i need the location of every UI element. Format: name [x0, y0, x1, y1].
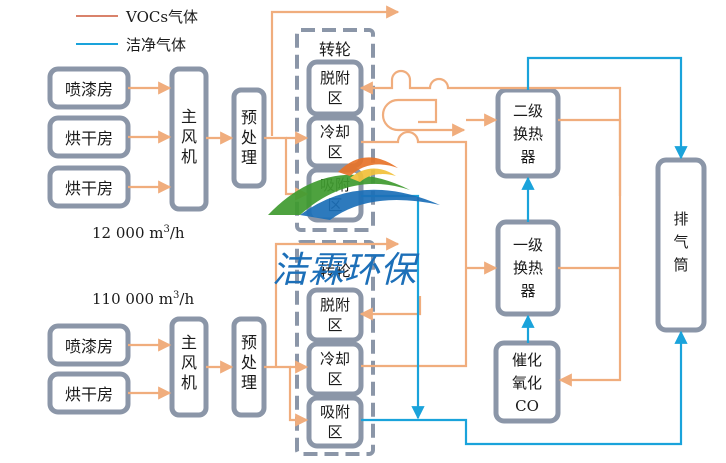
primary-heat-exchanger-label-1: 一级 — [513, 236, 543, 254]
exhaust-stack-label-2: 气 — [673, 233, 688, 251]
exhaust-stack-label-1: 排 — [673, 210, 688, 228]
rotor-1-cooling-label-1: 冷却 — [320, 123, 350, 141]
primary-heat-exchanger-label-2: 换热 — [513, 259, 543, 277]
primary-heat-exchanger-label-3: 器 — [520, 282, 535, 300]
watermark-text: 洁霖环保 — [272, 250, 420, 291]
system-2: 喷漆房 烘干房 主 风 机 预 处 理 转轮 脱附 区 冷却 区 吸附 区 11… — [47, 240, 375, 456]
rotor-1-frame — [295, 28, 375, 232]
secondary-heat-exchanger-label-3: 器 — [520, 148, 535, 166]
main-fan-2-char-2: 风 — [181, 353, 197, 372]
catalytic-oxidizer-label-3: CO — [515, 397, 539, 415]
rotor-2-desorption-label-2: 区 — [327, 316, 342, 334]
exhaust-stack — [655, 157, 707, 333]
rotor-2-frame — [295, 240, 375, 456]
rotor-2-adsorption-label-2: 区 — [327, 423, 342, 441]
exhaust-stack-label-3: 筒 — [673, 256, 688, 274]
main-fan-1-char-2: 风 — [181, 127, 197, 146]
secondary-heat-exchanger-label-1: 二级 — [513, 102, 543, 120]
main-fan-2-char-3: 机 — [181, 373, 197, 392]
voc-flow-lines — [128, 5, 622, 427]
main-fan-2-char-1: 主 — [181, 333, 197, 352]
pretreatment-2-char-1: 预 — [241, 333, 257, 352]
main-fan-1-char-1: 主 — [181, 107, 197, 126]
catalytic-oxidizer-label-1: 催化 — [512, 351, 542, 369]
system-1: 喷漆房 烘干房 烘干房 主 风 机 预 处 理 转轮 脱附 区 冷却 区 吸附 … — [47, 28, 375, 242]
secondary-heat-exchanger-label-2: 换热 — [513, 125, 543, 143]
rotor-2-desorption-label-1: 脱附 — [320, 296, 350, 314]
legend-voc-label: VOCs气体 — [125, 8, 198, 26]
watermark-logo — [268, 157, 440, 220]
drying-room-3-label: 烘干房 — [65, 385, 113, 404]
pretreatment-2-char-2: 处 — [241, 353, 257, 372]
rotor-2-cooling-zone — [306, 341, 364, 397]
main-fan-1-char-3: 机 — [181, 147, 197, 166]
rotor-2-adsorption-zone — [306, 395, 364, 449]
pretreatment-1-char-1: 预 — [241, 108, 257, 127]
legend: VOCs气体 洁净气体 — [76, 8, 198, 54]
rotor-2-adsorption-label-1: 吸附 — [320, 403, 350, 421]
drying-room-1-label: 烘干房 — [65, 129, 113, 148]
legend-clean-label: 洁净气体 — [126, 36, 186, 54]
rotor-1-title: 转轮 — [319, 40, 351, 59]
spray-room-2-label: 喷漆房 — [65, 337, 113, 356]
rotor-2-cooling-label-2: 区 — [327, 370, 342, 388]
rotor-1-desorption-label-1: 脱附 — [320, 69, 350, 87]
catalytic-oxidizer-label-2: 氧化 — [512, 374, 542, 392]
spray-room-1-label: 喷漆房 — [65, 80, 113, 99]
pretreatment-2-char-3: 理 — [241, 373, 257, 392]
clean-flow-lines — [361, 56, 688, 446]
pretreatment-1-char-2: 处 — [241, 128, 257, 147]
rotor-2-title: 转轮 — [319, 261, 351, 280]
treatment-units: 二级 换热 器 一级 换热 器 催化 氧化 CO 排 气 筒 — [493, 87, 707, 424]
drying-room-2-label: 烘干房 — [65, 179, 113, 198]
rotor-1-desorption-label-2: 区 — [327, 89, 342, 107]
flow-rate-2: 110 000 m3/h — [92, 290, 194, 308]
rotor-1-cooling-label-2: 区 — [327, 143, 342, 161]
rotor-2-cooling-label-1: 冷却 — [320, 350, 350, 368]
flow-rate-1: 12 000 m3/h — [92, 224, 185, 242]
pretreatment-1-char-3: 理 — [241, 148, 257, 167]
